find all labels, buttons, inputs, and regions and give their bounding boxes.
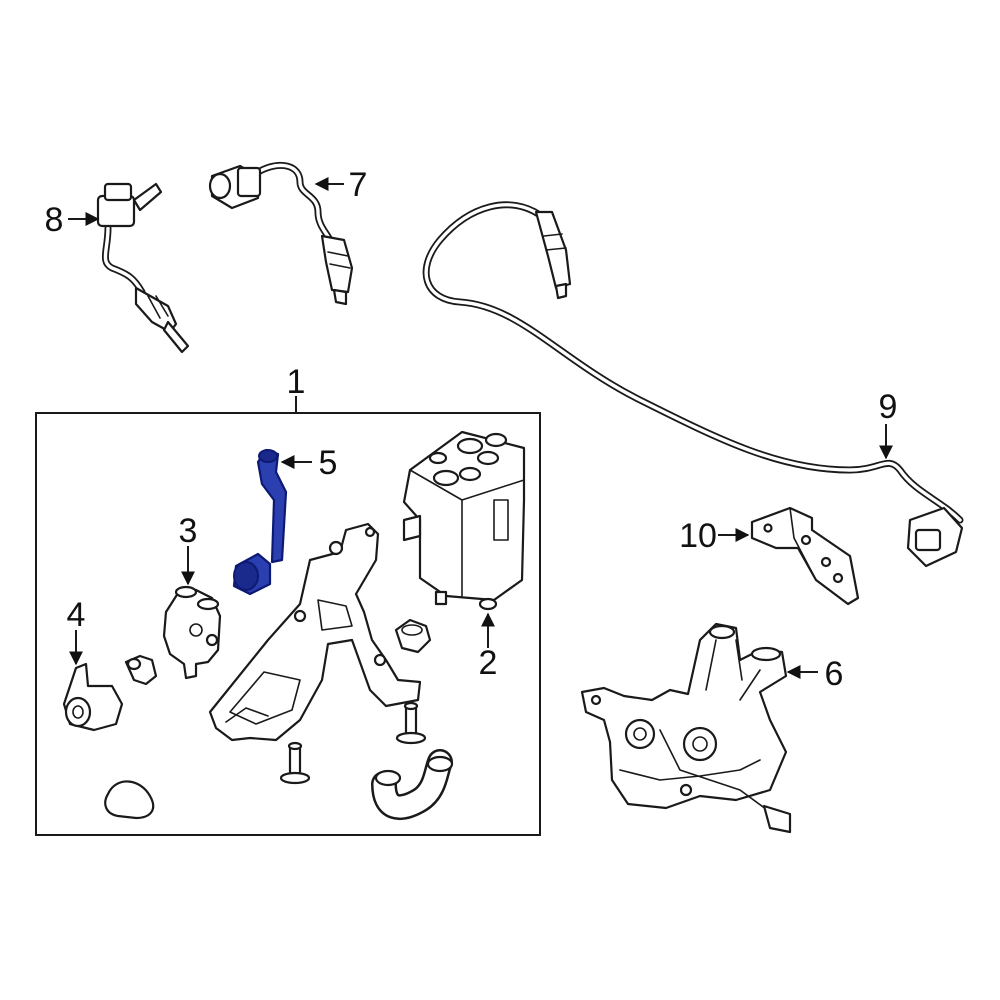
part-2-canister[interactable] xyxy=(402,430,526,611)
part-8-oxygen-sensor[interactable] xyxy=(96,182,190,354)
assembly-1-frame xyxy=(35,412,541,836)
stud-bolt-right[interactable] xyxy=(395,701,427,745)
callout-2: 2 xyxy=(479,644,498,682)
part-6-pump-assembly[interactable] xyxy=(580,622,792,834)
part-4-solenoid[interactable] xyxy=(62,662,124,732)
mounting-bracket[interactable] xyxy=(208,522,422,742)
small-fitting[interactable] xyxy=(124,654,158,686)
callout-5: 5 xyxy=(319,444,338,482)
callout-4: 4 xyxy=(67,596,86,634)
stud-bolt-left[interactable] xyxy=(279,741,311,785)
callout-6: 6 xyxy=(825,655,844,693)
part-3-valve[interactable] xyxy=(162,585,222,680)
callout-8: 8 xyxy=(45,201,64,239)
part-9-oxygen-sensor[interactable] xyxy=(422,201,964,568)
rubber-pad[interactable] xyxy=(104,780,155,820)
grommet[interactable] xyxy=(394,618,432,654)
callout-9: 9 xyxy=(879,388,898,426)
callout-3: 3 xyxy=(179,512,198,550)
callout-1: 1 xyxy=(287,363,306,401)
part-5-link-highlighted[interactable] xyxy=(232,448,288,596)
part-10-bracket[interactable] xyxy=(750,506,860,606)
callout-7: 7 xyxy=(349,166,368,204)
callout-10: 10 xyxy=(679,517,717,555)
part-7-oxygen-sensor[interactable] xyxy=(208,161,354,306)
hose[interactable] xyxy=(371,749,454,820)
